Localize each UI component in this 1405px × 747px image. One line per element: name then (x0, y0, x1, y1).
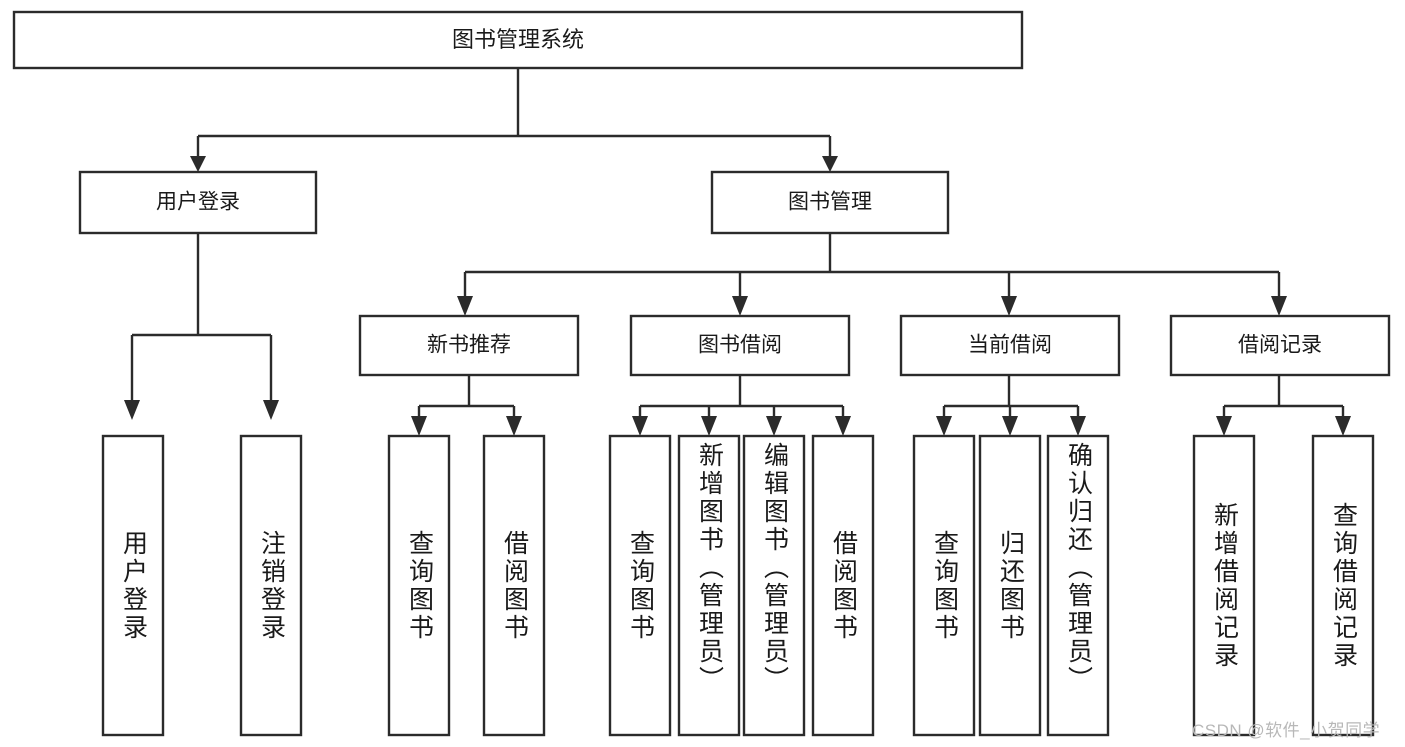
connectors-group (124, 68, 1351, 436)
arrow-book-mgmt-child-3 (1001, 296, 1017, 316)
arrow-new-book-leaf-2 (506, 416, 522, 436)
leaf-box-current-borrow-1[interactable] (912, 434, 976, 737)
arrow-book-mgmt-child-4 (1271, 296, 1287, 316)
node-user-login-box[interactable] (78, 170, 318, 235)
arrow-current-borrow-leaf-3 (1070, 416, 1086, 436)
arrow-book-mgmt-child-2 (732, 296, 748, 316)
node-borrow-record[interactable]: 借阅记录 (1169, 314, 1391, 377)
node-book-management-label: 图书管理 (788, 191, 872, 214)
node-borrow-record-label: 借阅记录 (1238, 334, 1322, 357)
node-root-system[interactable]: 图书管理系统 (12, 10, 1024, 70)
node-current-borrow-box[interactable] (899, 314, 1121, 377)
arrow-book-mgmt-child-1 (457, 296, 473, 316)
leaf-box-borrow-record-1[interactable] (1192, 434, 1256, 737)
arrow-root-to-book-mgmt (822, 156, 838, 172)
csdn-watermark: CSDN @软件_小贺同学 (1192, 721, 1381, 740)
arrow-book-borrow-leaf-1 (632, 416, 648, 436)
node-root-system-label: 图书管理系统 (452, 27, 584, 52)
leaf-box-new-book-1[interactable] (387, 434, 451, 737)
arrow-book-borrow-leaf-4 (835, 416, 851, 436)
leaf-boxes-group (101, 434, 1375, 737)
arrow-user-login-leaf-1 (124, 400, 140, 420)
node-borrow-record-box[interactable] (1169, 314, 1391, 377)
node-current-borrow[interactable]: 当前借阅 (899, 314, 1121, 377)
node-book-borrow-box[interactable] (629, 314, 851, 377)
node-new-book-recommend-label: 新书推荐 (427, 334, 511, 357)
arrow-borrow-record-leaf-1 (1216, 416, 1232, 436)
node-book-borrow[interactable]: 图书借阅 (629, 314, 851, 377)
node-book-management[interactable]: 图书管理 (710, 170, 950, 235)
leaf-box-user-login-2[interactable] (239, 434, 303, 737)
node-new-book-recommend-box[interactable] (358, 314, 580, 377)
leaf-box-book-borrow-3[interactable] (742, 434, 806, 737)
leaf-box-new-book-2[interactable] (482, 434, 546, 737)
node-root-system-box[interactable] (12, 10, 1024, 70)
leaf-box-book-borrow-2[interactable] (677, 434, 741, 737)
arrow-current-borrow-leaf-1 (936, 416, 952, 436)
arrow-borrow-record-leaf-2 (1335, 416, 1351, 436)
node-book-management-box[interactable] (710, 170, 950, 235)
node-user-login-label: 用户登录 (156, 191, 240, 214)
leaf-box-book-borrow-1[interactable] (608, 434, 672, 737)
node-user-login[interactable]: 用户登录 (78, 170, 318, 235)
node-new-book-recommend[interactable]: 新书推荐 (358, 314, 580, 377)
leaf-box-current-borrow-3[interactable] (1046, 434, 1110, 737)
leaf-box-borrow-record-2[interactable] (1311, 434, 1375, 737)
arrow-user-login-leaf-2 (263, 400, 279, 420)
leaf-box-current-borrow-2[interactable] (978, 434, 1042, 737)
node-book-borrow-label: 图书借阅 (698, 334, 782, 357)
leaf-box-book-borrow-4[interactable] (811, 434, 875, 737)
arrow-current-borrow-leaf-2 (1002, 416, 1018, 436)
arrow-book-borrow-leaf-2 (701, 416, 717, 436)
arrow-new-book-leaf-1 (411, 416, 427, 436)
leaf-box-user-login-1[interactable] (101, 434, 165, 737)
node-current-borrow-label: 当前借阅 (968, 334, 1052, 357)
arrow-root-to-user-login (190, 156, 206, 172)
arrow-book-borrow-leaf-3 (766, 416, 782, 436)
